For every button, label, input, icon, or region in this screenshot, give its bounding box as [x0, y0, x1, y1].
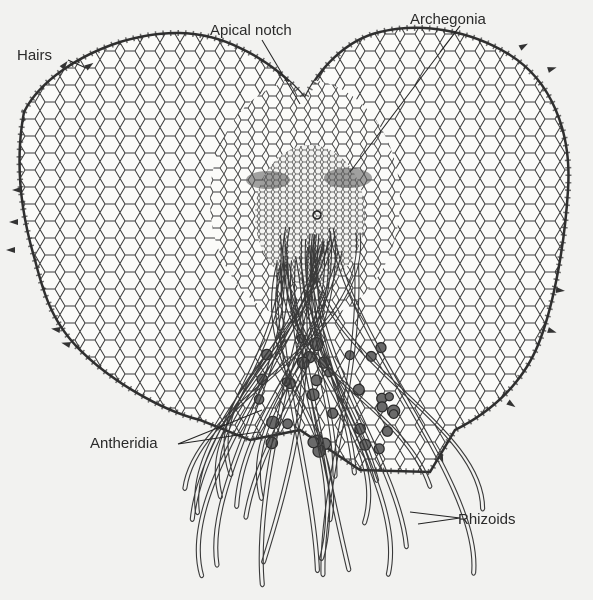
rhizoid-tip: [200, 576, 204, 578]
rhizoid-tip: [428, 486, 432, 488]
rhizoid-tip: [404, 547, 408, 549]
label-archegonia: Archegonia: [410, 11, 487, 28]
hair: [61, 342, 70, 348]
rhizoid-tip: [386, 574, 390, 576]
antheridium: [328, 408, 338, 418]
rhizoid-tip: [315, 571, 319, 573]
rhizoids-leader-1: [410, 512, 460, 518]
hair: [519, 44, 528, 51]
hair: [547, 67, 556, 73]
rhizoid-tip: [229, 474, 233, 476]
label-apical-notch: Apical notch: [210, 22, 292, 39]
archegonial-cluster-left: [246, 171, 290, 189]
label-antheridia: Antheridia: [90, 435, 158, 452]
rhizoid-tip: [190, 519, 194, 521]
rhizoid-tip: [215, 565, 219, 567]
antheridium: [377, 402, 387, 412]
antheridium: [382, 426, 392, 436]
hair: [9, 219, 18, 225]
antheridium: [389, 410, 398, 419]
hair: [12, 187, 21, 193]
rhizoid-tip: [183, 489, 187, 491]
antheridium: [385, 393, 393, 401]
label-rhizoids: Rhizoids: [458, 511, 516, 528]
rhizoid-tip: [352, 473, 356, 475]
rhizoid-tip: [472, 573, 476, 575]
antheridium: [353, 384, 364, 395]
rhizoid-tip: [347, 570, 351, 572]
rhizoid-tip: [260, 585, 264, 587]
rhizoid-tip: [196, 513, 200, 515]
hair: [51, 327, 60, 333]
archegonial-cluster-right: [324, 168, 372, 188]
rhizoid-tip: [375, 480, 379, 482]
rhizoid-tip: [235, 506, 239, 508]
hair: [6, 247, 15, 253]
hair: [556, 287, 565, 293]
hair: [547, 327, 556, 333]
rhizoid-tip: [244, 517, 248, 519]
antheridium: [283, 419, 293, 429]
rhizoids-leader-2: [418, 518, 460, 524]
rhizoid-tip: [321, 575, 325, 577]
hair: [506, 400, 515, 408]
rhizoid-tip: [362, 523, 366, 525]
label-hairs: Hairs: [17, 47, 52, 64]
rhizoid-tip: [333, 476, 337, 478]
